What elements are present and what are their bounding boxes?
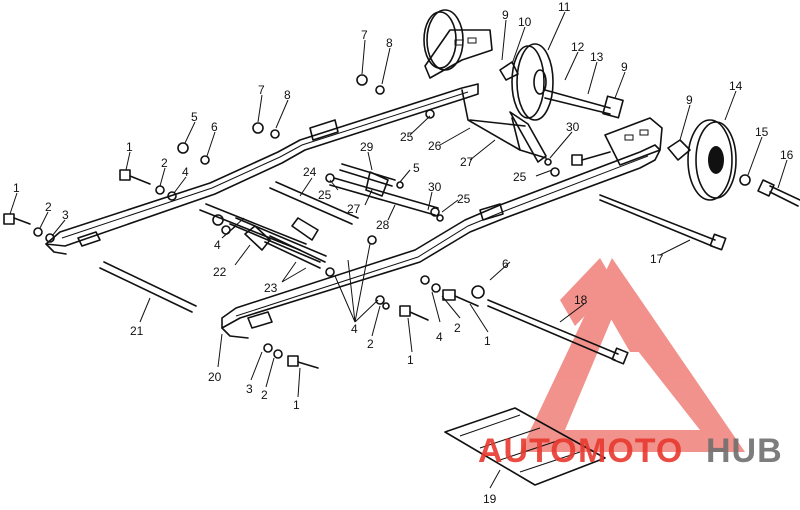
callout-10: 10 (518, 15, 532, 29)
callout-18: 18 (574, 293, 588, 307)
long-bolt-18 (487, 299, 629, 365)
rear-idler-wheel-left (423, 9, 493, 79)
watermark-moto: MOTO (578, 432, 683, 470)
callout-25: 25 (513, 170, 527, 184)
callout-1: 1 (407, 353, 414, 367)
callout-5: 5 (191, 110, 198, 124)
watermark-triangle-icon (520, 258, 745, 452)
callout-27: 27 (347, 202, 361, 216)
callout-25: 25 (318, 188, 332, 202)
callout-29: 29 (360, 140, 374, 154)
watermark-auto: AUTO (478, 432, 578, 470)
callout-4: 4 (214, 238, 221, 252)
hardware-small (3, 74, 751, 369)
callout-9: 9 (502, 8, 509, 22)
callout-2: 2 (454, 321, 461, 335)
callout-3: 3 (62, 208, 69, 222)
callout-24: 24 (303, 165, 317, 179)
callout-6: 6 (211, 120, 218, 134)
tie-rod-21 (99, 261, 197, 313)
callout-19: 19 (483, 492, 497, 506)
callout-25: 25 (400, 130, 414, 144)
leader-lines (9, 11, 788, 489)
callout-4: 4 (182, 165, 189, 179)
callout-12: 12 (571, 40, 585, 54)
callout-14: 14 (729, 79, 743, 93)
long-bolt-17 (599, 194, 727, 251)
callout-1: 1 (126, 140, 133, 154)
callout-26: 26 (428, 139, 442, 153)
bolt-16 (757, 179, 800, 207)
watermark-inner-chevron-icon (560, 258, 655, 352)
rail-bumpers (77, 119, 504, 329)
watermark-wordmark: AUTO MOTO HUB (478, 432, 783, 470)
watermark-logo (520, 258, 745, 452)
callout-9: 9 (621, 60, 628, 74)
callout-11: 11 (558, 0, 571, 14)
callout-20: 20 (208, 370, 222, 384)
callout-8: 8 (284, 88, 291, 102)
cross-shafts (199, 163, 439, 269)
callout-30: 30 (566, 120, 580, 134)
callout-2: 2 (161, 156, 168, 170)
right-side-rail (221, 144, 661, 339)
callout-30: 30 (428, 180, 442, 194)
callout-16: 16 (780, 148, 794, 162)
idler-wheel-14 (667, 119, 737, 201)
callout-27: 27 (460, 155, 474, 169)
callout-15: 15 (755, 125, 769, 139)
callout-1: 1 (484, 334, 491, 348)
watermark-hub: HUB (706, 432, 783, 470)
callout-9: 9 (686, 93, 693, 107)
callout-labels: 1 2 3 1 2 4 5 6 7 8 7 8 9 10 11 12 13 9 … (13, 0, 794, 506)
callout-8: 8 (386, 36, 393, 50)
callout-7: 7 (361, 28, 368, 42)
rear-bracket-right (604, 117, 663, 166)
callout-2: 2 (367, 337, 374, 351)
callout-25: 25 (457, 192, 471, 206)
callout-17: 17 (650, 252, 664, 266)
callout-6: 6 (502, 257, 509, 271)
rear-idler-wheel (499, 43, 624, 121)
slide-rail-19 (444, 407, 606, 486)
callout-23: 23 (264, 281, 278, 295)
callout-2: 2 (261, 388, 268, 402)
callout-21: 21 (130, 324, 144, 338)
callout-28: 28 (376, 218, 390, 232)
callout-4: 4 (351, 322, 358, 336)
rear-crossbar-frame (461, 89, 547, 163)
callout-7: 7 (258, 83, 265, 97)
callout-4: 4 (436, 330, 443, 344)
callout-5: 5 (413, 161, 420, 175)
callout-22: 22 (213, 265, 227, 279)
callout-1: 1 (293, 398, 300, 412)
callout-2: 2 (45, 200, 52, 214)
callout-13: 13 (590, 50, 604, 64)
left-side-rail (45, 83, 479, 255)
callout-3: 3 (246, 382, 253, 396)
callout-1: 1 (13, 181, 20, 195)
